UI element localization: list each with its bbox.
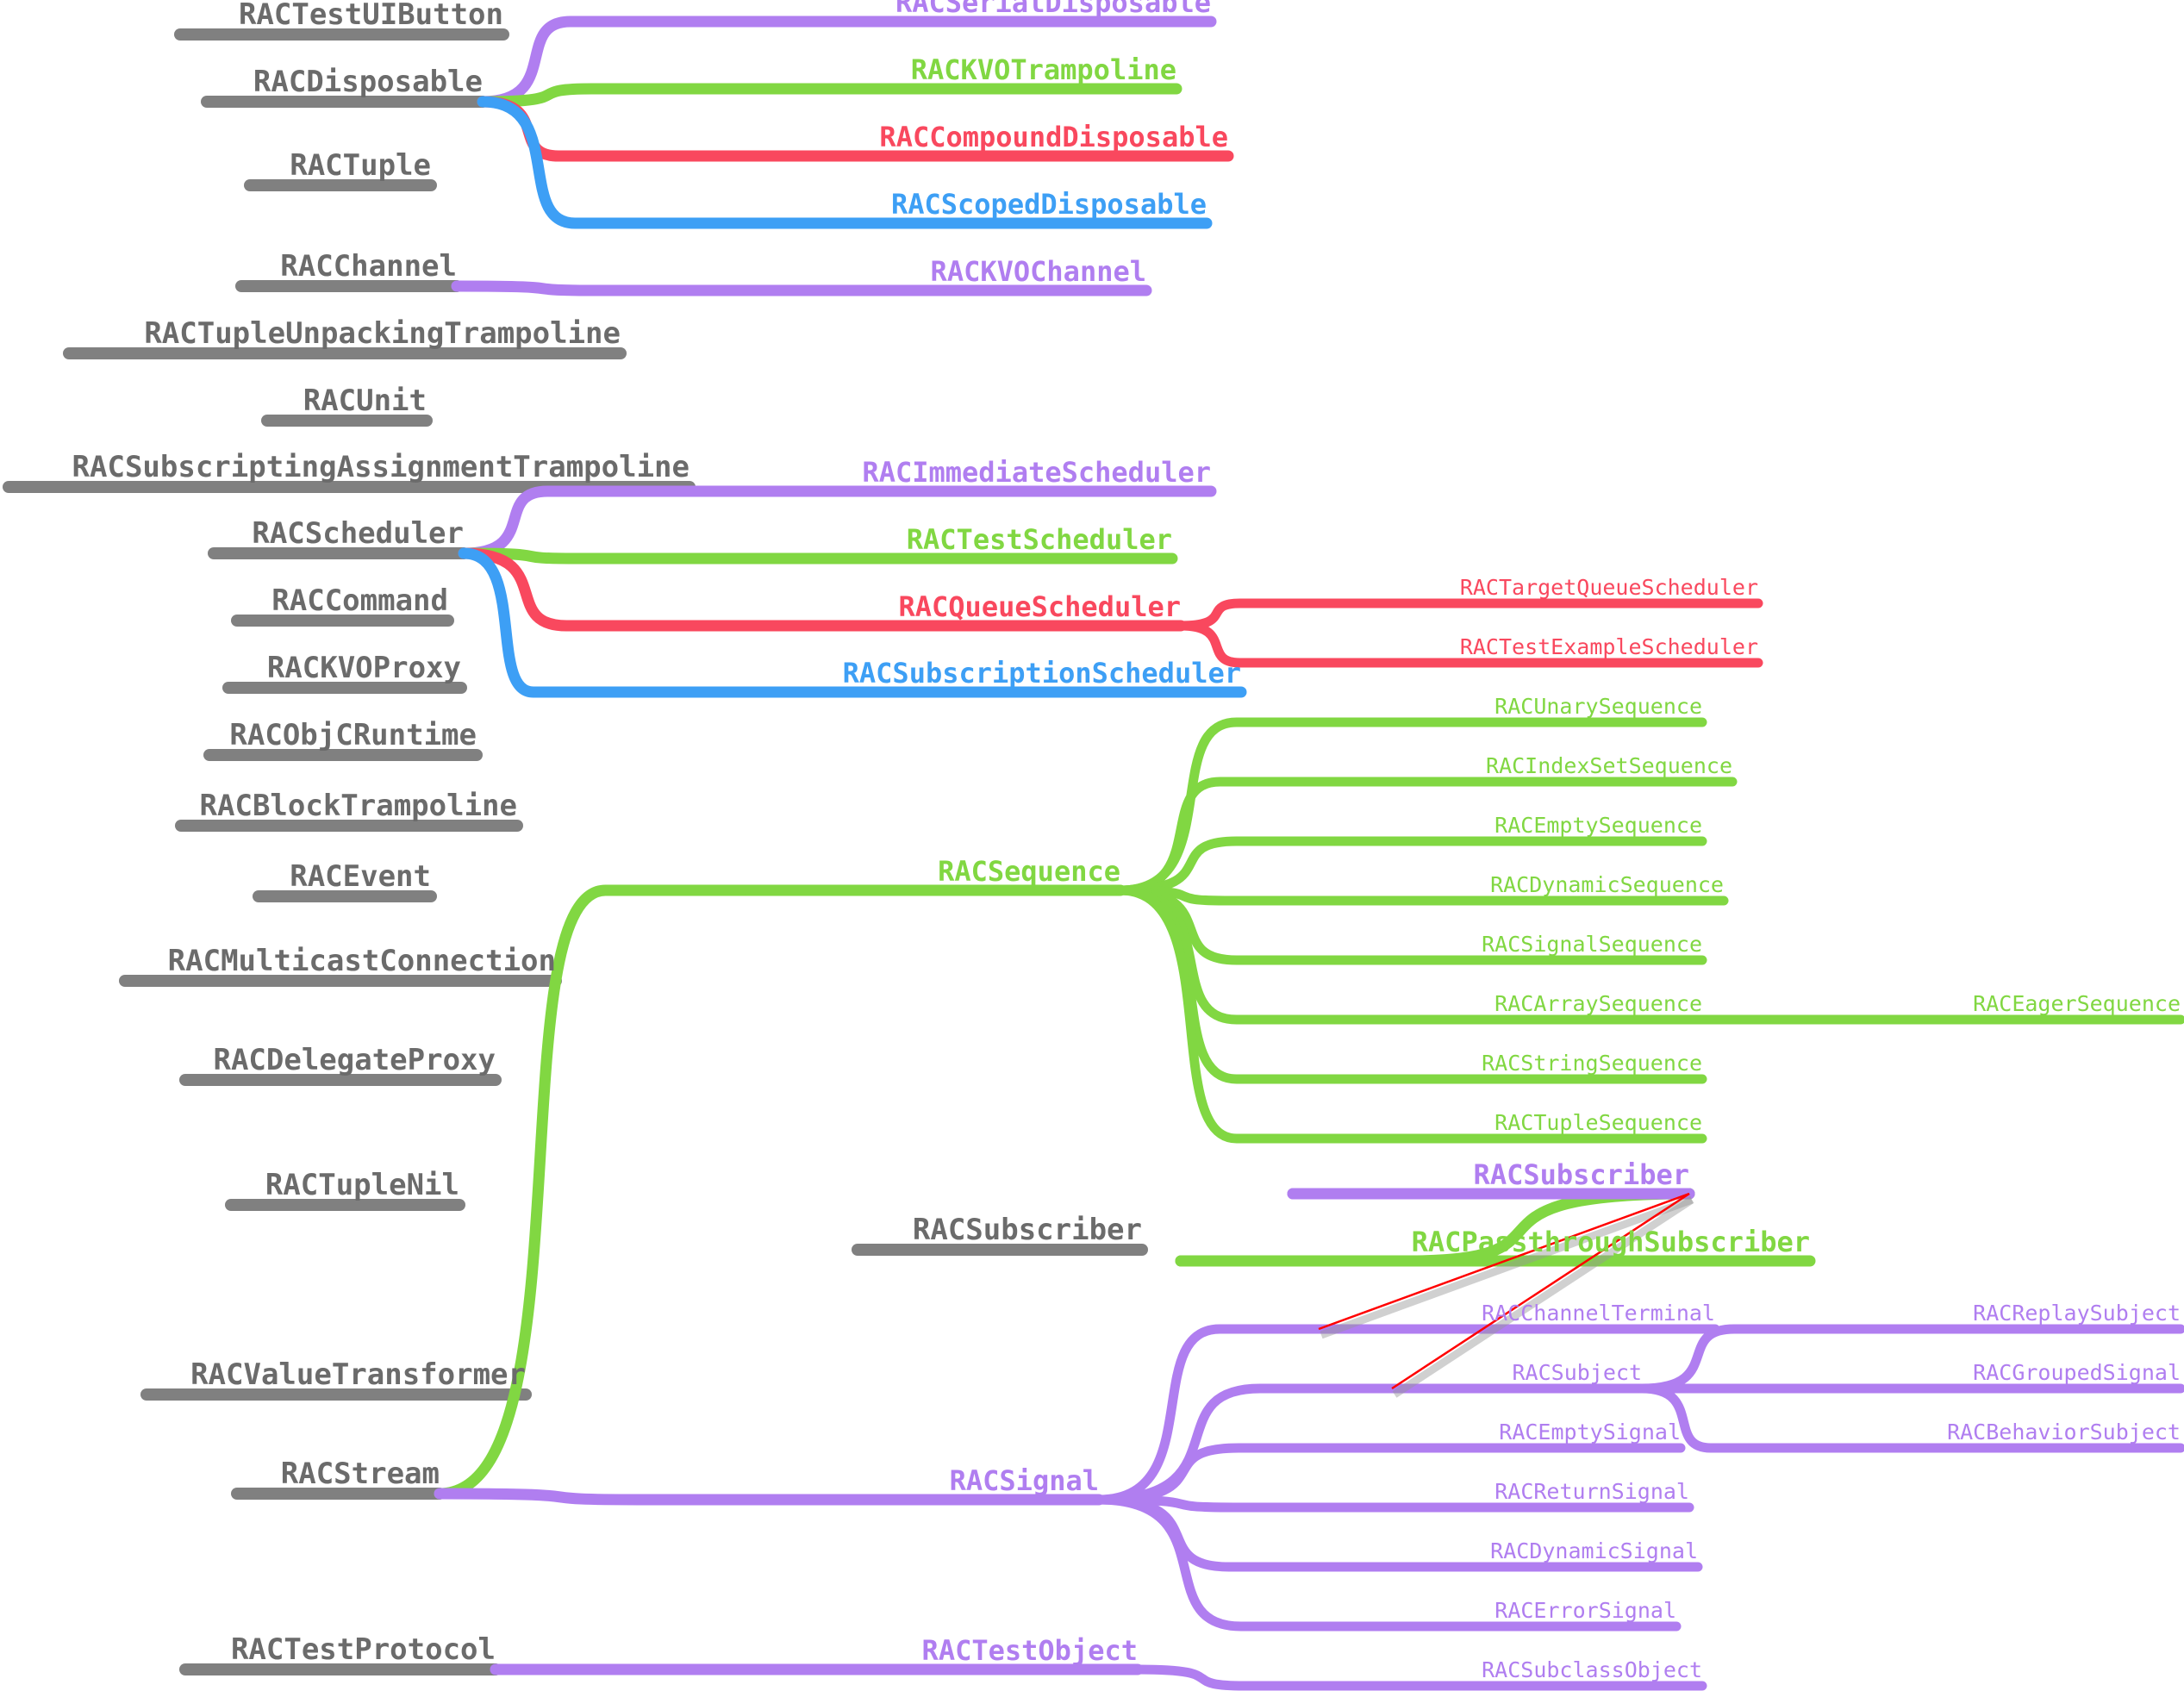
connector <box>458 547 657 632</box>
class-node-label: RACImmediateScheduler <box>862 456 1211 489</box>
class-node-label: RACSubscriptingAssignmentTrampoline <box>72 450 690 484</box>
protocol-conformance-link <box>1318 1192 1690 1331</box>
class-node-label: RACSignal <box>949 1464 1099 1497</box>
class-node-label: RACValueTransformer <box>190 1357 526 1392</box>
class-node-label: RACTupleNil <box>265 1168 459 1202</box>
class-node-label: RACIndexSetSequence <box>1486 753 1732 778</box>
class-node-label: RACTestExampleScheduler <box>1459 634 1758 659</box>
connector <box>1133 1664 1337 1691</box>
protocol-conformance-link <box>1391 1192 1690 1390</box>
class-node-label: RACBlockTrampoline <box>199 789 517 823</box>
class-node-label: RACQueueScheduler <box>898 590 1181 623</box>
class-node-label: RACEagerSequence <box>1973 991 2181 1016</box>
class-node-label: RACReturnSignal <box>1494 1479 1689 1504</box>
class-node-label: RACObjCRuntime <box>229 718 477 752</box>
class-node-label: RACScopedDisposable <box>890 188 1207 221</box>
class-node-label: RACTestObject <box>921 1634 1138 1667</box>
class-node-label: RACScheduler <box>252 516 464 551</box>
class-node-label: RACKVOTrampoline <box>910 53 1176 86</box>
connector <box>1176 621 1294 668</box>
class-node-label: RACDynamicSequence <box>1490 872 1724 897</box>
class-node-label: RACCommand <box>271 583 448 618</box>
connector <box>1115 717 1337 895</box>
class-node-label: RACTestProtocol <box>230 1632 496 1667</box>
protocol-link-shadow <box>1392 1196 1694 1398</box>
class-node-label: RACEmptySequence <box>1494 813 1702 838</box>
class-node-label: RACSubscriptionScheduler <box>842 657 1241 690</box>
class-node-label: RACSequence <box>938 855 1120 888</box>
class-node-label: RACDisposable <box>253 65 483 99</box>
class-node-label: RACGroupedSignal <box>1973 1360 2181 1385</box>
class-node-label: RACChannel <box>280 249 457 284</box>
class-node-label: RACMulticastConnection <box>167 944 556 978</box>
protocol-link-shadow <box>1320 1195 1694 1339</box>
class-node-label: RACDelegateProxy <box>213 1043 496 1077</box>
class-node-label: RACTargetQueueScheduler <box>1459 575 1758 600</box>
class-node-label: RACEvent <box>290 859 431 894</box>
connector <box>477 96 657 229</box>
class-node-label: RACCompoundDisposable <box>879 121 1228 153</box>
connector <box>1115 885 1337 1144</box>
class-node-label: RACKVOChannel <box>930 255 1146 288</box>
connector <box>458 547 596 698</box>
class-node-label: RACEmptySignal <box>1499 1420 1681 1445</box>
connector <box>1115 777 1307 895</box>
class-node-label: RACUnarySequence <box>1494 694 1702 719</box>
class-node-label: RACTupleUnpackingTrampoline <box>144 316 621 351</box>
connector <box>434 1488 808 1506</box>
connector <box>1637 1324 1815 1394</box>
class-node-label: RACSubject <box>1512 1360 1642 1385</box>
connector <box>1176 598 1294 631</box>
class-node-label: RACDynamicSignal <box>1490 1538 1698 1563</box>
class-node-label: RACStream <box>280 1457 440 1491</box>
class-node-label: RACSerialDisposable <box>895 0 1211 19</box>
class-node-label: RACUnit <box>303 384 427 418</box>
connector <box>1094 1494 1363 1632</box>
class-node-label: RACSignalSequence <box>1482 932 1702 957</box>
class-node-label: RACTupleSequence <box>1494 1110 1702 1135</box>
class-node-label: RACReplaySubject <box>1973 1301 2181 1326</box>
connector <box>451 280 721 296</box>
connector <box>458 485 622 559</box>
connector <box>434 884 747 1500</box>
class-node-label: RACTuple <box>290 148 431 183</box>
class-node-label: RACBehaviorSubject <box>1947 1420 2181 1445</box>
class-node-label: RACPassthroughSubscriber <box>1411 1226 1810 1258</box>
connector <box>477 83 687 108</box>
class-node-label: RACStringSequence <box>1482 1051 1702 1076</box>
class-node-label: RACTestScheduler <box>906 523 1172 556</box>
connector <box>1094 1324 1324 1505</box>
class-node-label: RACErrorSignal <box>1494 1598 1676 1623</box>
connector <box>1115 885 1337 1084</box>
class-node-label: RACKVOProxy <box>266 651 461 685</box>
class-node-label: RACArraySequence <box>1494 991 1702 1016</box>
class-node-label: RACChannelTerminal <box>1482 1301 1715 1326</box>
connector <box>1637 1383 1772 1453</box>
class-node-label: RACTestUIButton <box>238 0 503 32</box>
class-node-label: RACSubscriber <box>1473 1158 1689 1191</box>
class-node-label: RACSubscriber <box>912 1213 1142 1247</box>
class-node-label: RACSubclassObject <box>1482 1657 1702 1682</box>
